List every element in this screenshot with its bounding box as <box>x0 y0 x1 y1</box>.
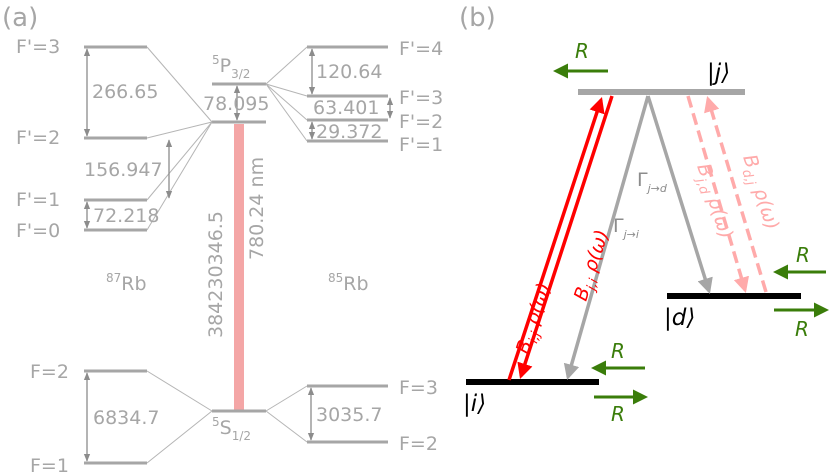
connector-rb87-f1 <box>146 410 213 464</box>
connector-rb87-fp0 <box>146 121 213 231</box>
d2-transition-bar <box>234 124 244 412</box>
rb85-level-label-fp2: F'=2 <box>399 111 443 133</box>
state-j-label: |j⟩ <box>707 60 730 86</box>
rb87-splitting-label-fp3-fp2: 266.65 <box>92 81 158 103</box>
rb87-splitting-label-fp1-fp0: 72.218 <box>93 205 159 227</box>
state-5s12-label: 5S1/2 <box>212 415 251 443</box>
connector-rb85-f2 <box>265 410 308 443</box>
connector-rb85-fp2 <box>265 83 308 121</box>
drive-label-d-lower: R <box>795 317 809 341</box>
rb85-level-label-fp1: F'=1 <box>399 134 443 156</box>
drive-label-i-upper: R <box>611 339 625 363</box>
d2-frequency-label: 384230346.5 <box>205 211 227 338</box>
rb85-ground-splitting-label: 3035.7 <box>316 404 382 426</box>
rb87-level-label-fp0: F'=0 <box>16 220 60 242</box>
arrow-decay-j-to-d <box>646 95 713 295</box>
rb87-ground-label-f1: F=1 <box>30 455 69 476</box>
rb87-ground-label-f2: F=2 <box>30 361 69 383</box>
arrow-absorption-i-to-j <box>507 97 605 381</box>
connector-rb87-fp3 <box>146 46 213 123</box>
rb87-level-label-fp3: F'=3 <box>16 36 60 58</box>
state-d-label: |d⟩ <box>664 305 695 331</box>
connector-rb85-fp4 <box>265 46 308 85</box>
state-i-label: |i⟩ <box>463 391 486 417</box>
rb85-level-label-fp4: F'=4 <box>399 38 443 60</box>
connector-rb85-f3 <box>265 385 308 412</box>
rb85-isotope-label: 85Rb <box>328 271 369 295</box>
arrow-stimulated-j-to-d <box>686 95 750 294</box>
rb87-splitting-label-fp2-fp1: 156.947 <box>84 159 163 181</box>
rb85-splitting-label-fp3-fp2: 63.401 <box>313 97 379 119</box>
rb87-isotope-label: 87Rb <box>106 271 147 295</box>
rate-label-gamma-ji: Γj→i <box>613 215 639 241</box>
rate-label-b-dj: Bd,j ρ(ω) <box>734 152 783 234</box>
rb87-level-label-fp2: F'=2 <box>16 127 60 149</box>
panel-a-label: (a) <box>2 3 38 33</box>
connector-rb87-f2 <box>146 370 213 412</box>
rb87-ground-splitting-label: 6834.7 <box>93 407 159 429</box>
panel-b: (b) |j⟩ |d⟩ |i⟩ Bi,j ρ(ω) Bj,i ρ(ω) Γj→d… <box>459 3 829 426</box>
drive-label-d-upper: R <box>796 243 810 267</box>
state-5p32-label: 5P3/2 <box>212 53 250 81</box>
panel-a: (a) 5P3/2 78.095 5S1/2 384230346.5 780.2… <box>2 3 443 476</box>
connector-rb85-fp3 <box>265 83 308 97</box>
isotope-shift-label: 78.095 <box>203 93 269 115</box>
rate-label-b-ij: Bi,j ρ(ω) <box>512 280 559 358</box>
panel-b-label: (b) <box>459 3 496 33</box>
arrow-stimulated-j-to-i <box>517 95 614 379</box>
rb85-splitting-label-fp4-fp3: 120.64 <box>316 61 382 83</box>
rate-label-b-jd: Bj,d ρ(ω) <box>688 161 737 243</box>
connector-rb85-fp1 <box>265 83 308 142</box>
connector-rb87-fp1 <box>146 121 213 201</box>
drive-label-j: R <box>575 39 589 63</box>
rb85-splitting-label-fp2-fp1: 29.372 <box>316 121 382 143</box>
d2-wavelength-label: 780.24 nm <box>246 157 268 260</box>
drive-label-i-lower: R <box>611 402 625 426</box>
connector-rb87-fp2 <box>146 121 213 139</box>
rate-label-gamma-jd: Γj→d <box>637 169 668 195</box>
rb87-level-label-fp1: F'=1 <box>16 189 60 211</box>
rb85-ground-label-f2: F=2 <box>399 433 438 455</box>
rate-label-b-ji: Bj,i ρ(ω) <box>570 227 617 305</box>
arrow-absorption-d-to-j <box>704 95 768 293</box>
arrow-decay-j-to-i <box>563 95 650 381</box>
rb85-ground-label-f3: F=3 <box>399 377 438 399</box>
rb85-level-label-fp3: F'=3 <box>399 87 443 109</box>
